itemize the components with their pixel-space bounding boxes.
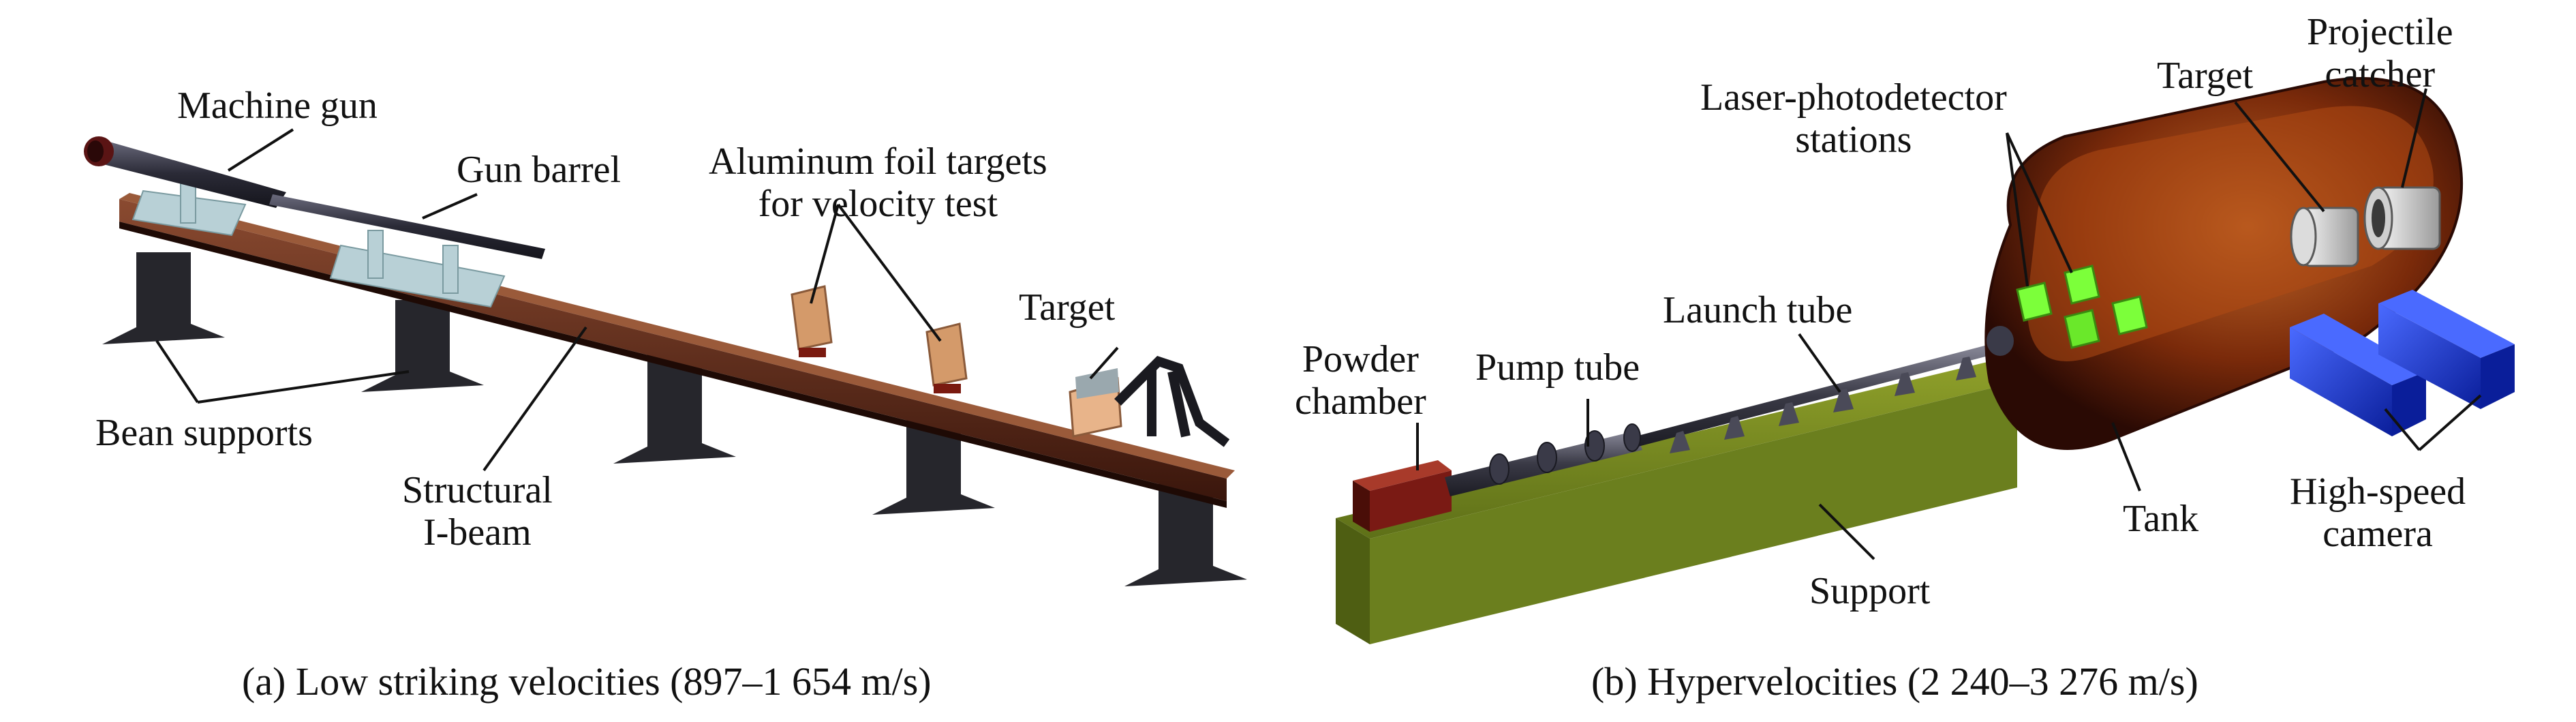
gun-mounts (132, 178, 506, 308)
panel-a-drawing (84, 128, 1247, 586)
laser-station-cubes (2016, 265, 2148, 349)
caption-panel-b: (b) Hypervelocities (2 240–3 276 m/s) (1591, 659, 2198, 704)
label-launch-tube: Launch tube (1663, 289, 1853, 331)
leader-lines-b (1416, 88, 2482, 560)
leader-lines-a (155, 128, 1119, 472)
label-bean-supports: Bean supports (95, 412, 313, 454)
label-structural-i-beam: Structural I-beam (402, 469, 553, 554)
label-high-speed-camera: High-speed camera (2290, 470, 2466, 555)
label-target-a: Target (1019, 286, 1116, 329)
beam-supports (102, 252, 1247, 586)
label-pump-tube: Pump tube (1475, 346, 1640, 389)
label-target-b: Target (2157, 55, 2254, 97)
label-powder-chamber: Powder chamber (1295, 338, 1426, 423)
foil-targets (791, 285, 968, 393)
label-tank: Tank (2123, 498, 2199, 540)
caption-panel-a: (a) Low striking velocities (897–1 654 m… (242, 659, 932, 704)
camera-boxes (2290, 290, 2515, 436)
label-foil-targets: Aluminum foil targets for velocity test (709, 140, 1047, 225)
label-gun-barrel: Gun barrel (457, 149, 622, 191)
panel-b-drawing (1336, 77, 2515, 644)
machine-gun (84, 136, 545, 259)
launch-assembly (1445, 344, 1993, 496)
label-projectile-catcher: Projectile catcher (2307, 11, 2453, 95)
powder-chamber-block (1353, 460, 1452, 532)
label-support: Support (1809, 570, 1931, 612)
label-machine-gun: Machine gun (177, 85, 378, 127)
label-laser-stations: Laser-photodetector stations (1700, 76, 2007, 161)
target-frame-a (1069, 355, 1230, 447)
target-cylinders (2290, 186, 2441, 267)
structural-i-beam (119, 193, 1235, 508)
tank-body (1984, 77, 2464, 450)
